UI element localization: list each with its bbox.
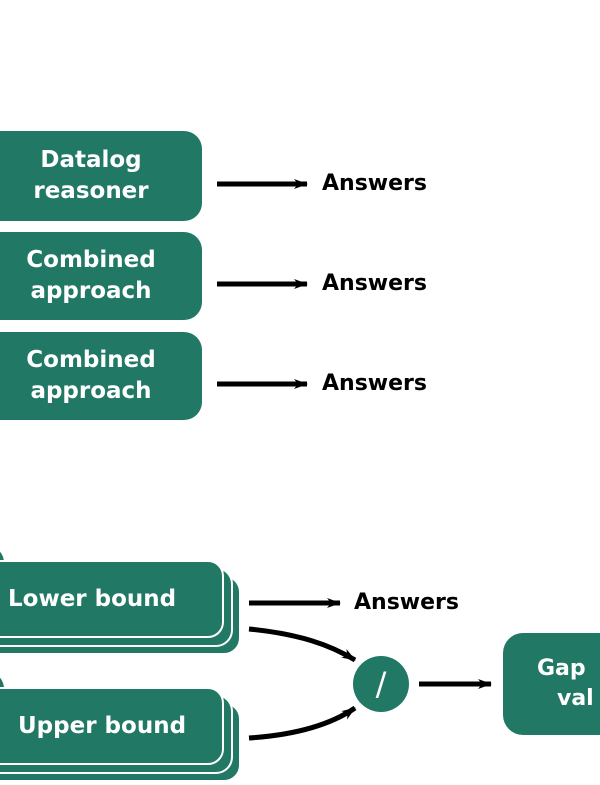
combined-approach-box-1: Combined approach (0, 232, 202, 320)
gap-line-1: Gap (537, 656, 586, 681)
box-line: Datalog (40, 147, 142, 173)
arrow-upper-to-operator (248, 705, 357, 741)
box-line: approach (30, 278, 152, 304)
box-line: approach (30, 378, 152, 404)
answers-label-2: Answers (322, 271, 427, 296)
answers-label-1: Answers (322, 171, 427, 196)
upper-bound-box: Upper bound (0, 687, 224, 765)
lower-bound-label: Lower bound (8, 585, 177, 612)
operator-circle (353, 656, 409, 712)
box-line: Combined (26, 247, 156, 273)
gap-line-2: val (557, 686, 594, 711)
answers-label-lower: Answers (354, 590, 459, 615)
box-line: reasoner (33, 178, 149, 204)
operator-symbol: / (375, 665, 387, 703)
combined-approach-box-2: Combined approach (0, 332, 202, 420)
datalog-reasoner-box: Datalog reasoner (0, 131, 202, 221)
answers-label-3: Answers (322, 371, 427, 396)
gap-value-box: Gap val (503, 633, 600, 735)
lower-bound-box: Lower bound (0, 560, 224, 638)
arrow-lower-to-operator (248, 626, 357, 663)
box-line: Combined (26, 347, 156, 373)
upper-bound-label: Upper bound (18, 712, 187, 739)
